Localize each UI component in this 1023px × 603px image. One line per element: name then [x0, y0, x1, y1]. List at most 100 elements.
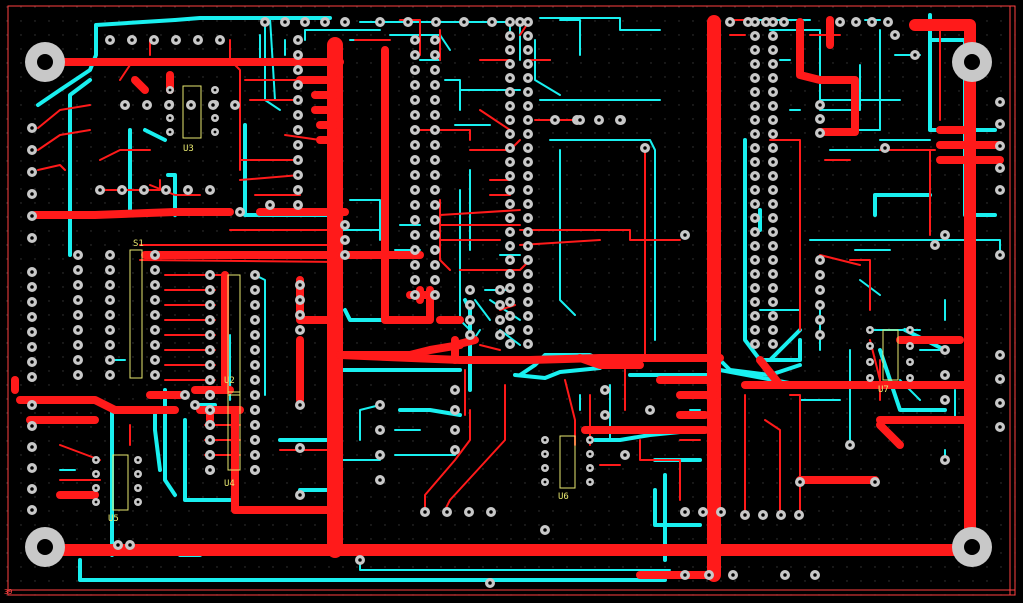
pad-hole — [526, 48, 530, 52]
pad-hole — [623, 453, 627, 457]
pad-hole — [453, 448, 457, 452]
pad-hole — [30, 330, 34, 334]
pad-hole — [413, 248, 417, 252]
pad-hole — [413, 188, 417, 192]
pad-hole — [413, 143, 417, 147]
pad-hole — [761, 513, 765, 517]
pad-hole — [136, 458, 140, 462]
pad-hole — [998, 166, 1002, 170]
pad-hole — [218, 38, 222, 42]
pad-hole — [526, 20, 530, 24]
pad-hole — [526, 244, 530, 248]
pad-hole — [30, 192, 34, 196]
pad-hole — [764, 20, 768, 24]
pad-hole — [771, 104, 775, 108]
pad-hole — [701, 510, 705, 514]
pad-hole — [489, 510, 493, 514]
pad-hole — [508, 272, 512, 276]
pad-hole — [183, 393, 187, 397]
pad-hole — [588, 480, 592, 484]
pad-hole — [153, 298, 157, 302]
pad-hole — [818, 333, 822, 337]
pad-hole — [153, 268, 157, 272]
pad-hole — [753, 104, 757, 108]
pad-hole — [413, 98, 417, 102]
pad-hole — [208, 453, 212, 457]
pad-hole — [753, 258, 757, 262]
pad-hole — [753, 34, 757, 38]
pad-hole — [771, 272, 775, 276]
pad-hole — [153, 313, 157, 317]
pad-hole — [323, 20, 327, 24]
pad-hole — [683, 233, 687, 237]
pad-hole — [433, 248, 437, 252]
pad-hole — [186, 188, 190, 192]
pad-hole — [193, 403, 197, 407]
pad-hole — [30, 403, 34, 407]
pad-hole — [108, 38, 112, 42]
pad-hole — [253, 273, 257, 277]
pad-hole — [168, 116, 172, 120]
pad-hole — [508, 76, 512, 80]
pad-hole — [263, 20, 267, 24]
pad-hole — [998, 353, 1002, 357]
pad-hole — [508, 34, 512, 38]
pad-hole — [378, 403, 382, 407]
pad-hole — [526, 132, 530, 136]
pad-hole — [683, 573, 687, 577]
pad-hole — [771, 244, 775, 248]
ref-label-s1: S1 — [133, 239, 144, 249]
pad-hole — [453, 408, 457, 412]
pad-hole — [508, 216, 512, 220]
pad-hole — [526, 34, 530, 38]
pad-hole — [508, 342, 512, 346]
pad-hole — [731, 573, 735, 577]
pad-hole — [253, 378, 257, 382]
pad-hole — [433, 188, 437, 192]
pad-hole — [771, 202, 775, 206]
pad-hole — [753, 118, 757, 122]
pad-hole — [468, 333, 472, 337]
pad-hole — [753, 146, 757, 150]
pad-hole — [553, 118, 557, 122]
pad-hole — [189, 103, 193, 107]
pad-hole — [526, 286, 530, 290]
pad-hole — [526, 328, 530, 332]
pad-hole — [526, 90, 530, 94]
pad-hole — [94, 500, 98, 504]
ref-label-u6: U6 — [558, 492, 569, 502]
pad-hole — [253, 303, 257, 307]
pad-hole — [908, 376, 912, 380]
pad-hole — [413, 53, 417, 57]
pad-hole — [145, 103, 149, 107]
pad-hole — [783, 573, 787, 577]
pad-hole — [753, 244, 757, 248]
pad-hole — [30, 487, 34, 491]
pad-hole — [526, 202, 530, 206]
pad-hole — [433, 98, 437, 102]
pad-hole — [870, 20, 874, 24]
pad-hole — [296, 143, 300, 147]
pad-hole — [433, 158, 437, 162]
pad-hole — [771, 62, 775, 66]
pad-hole — [283, 20, 287, 24]
pad-hole — [908, 328, 912, 332]
pad-hole — [753, 48, 757, 52]
pad-hole — [526, 300, 530, 304]
pad-hole — [518, 20, 522, 24]
pad-hole — [998, 144, 1002, 148]
pad-hole — [753, 90, 757, 94]
pad-hole — [498, 288, 502, 292]
pad-hole — [208, 303, 212, 307]
pad-hole — [771, 258, 775, 262]
pad-hole — [998, 253, 1002, 257]
pad-hole — [108, 358, 112, 362]
pad-hole — [508, 90, 512, 94]
pad-hole — [753, 314, 757, 318]
pad-hole — [753, 174, 757, 178]
pad-hole — [813, 573, 817, 577]
pad-hole — [508, 132, 512, 136]
pad-hole — [208, 318, 212, 322]
pad-hole — [753, 188, 757, 192]
pad-hole — [253, 333, 257, 337]
